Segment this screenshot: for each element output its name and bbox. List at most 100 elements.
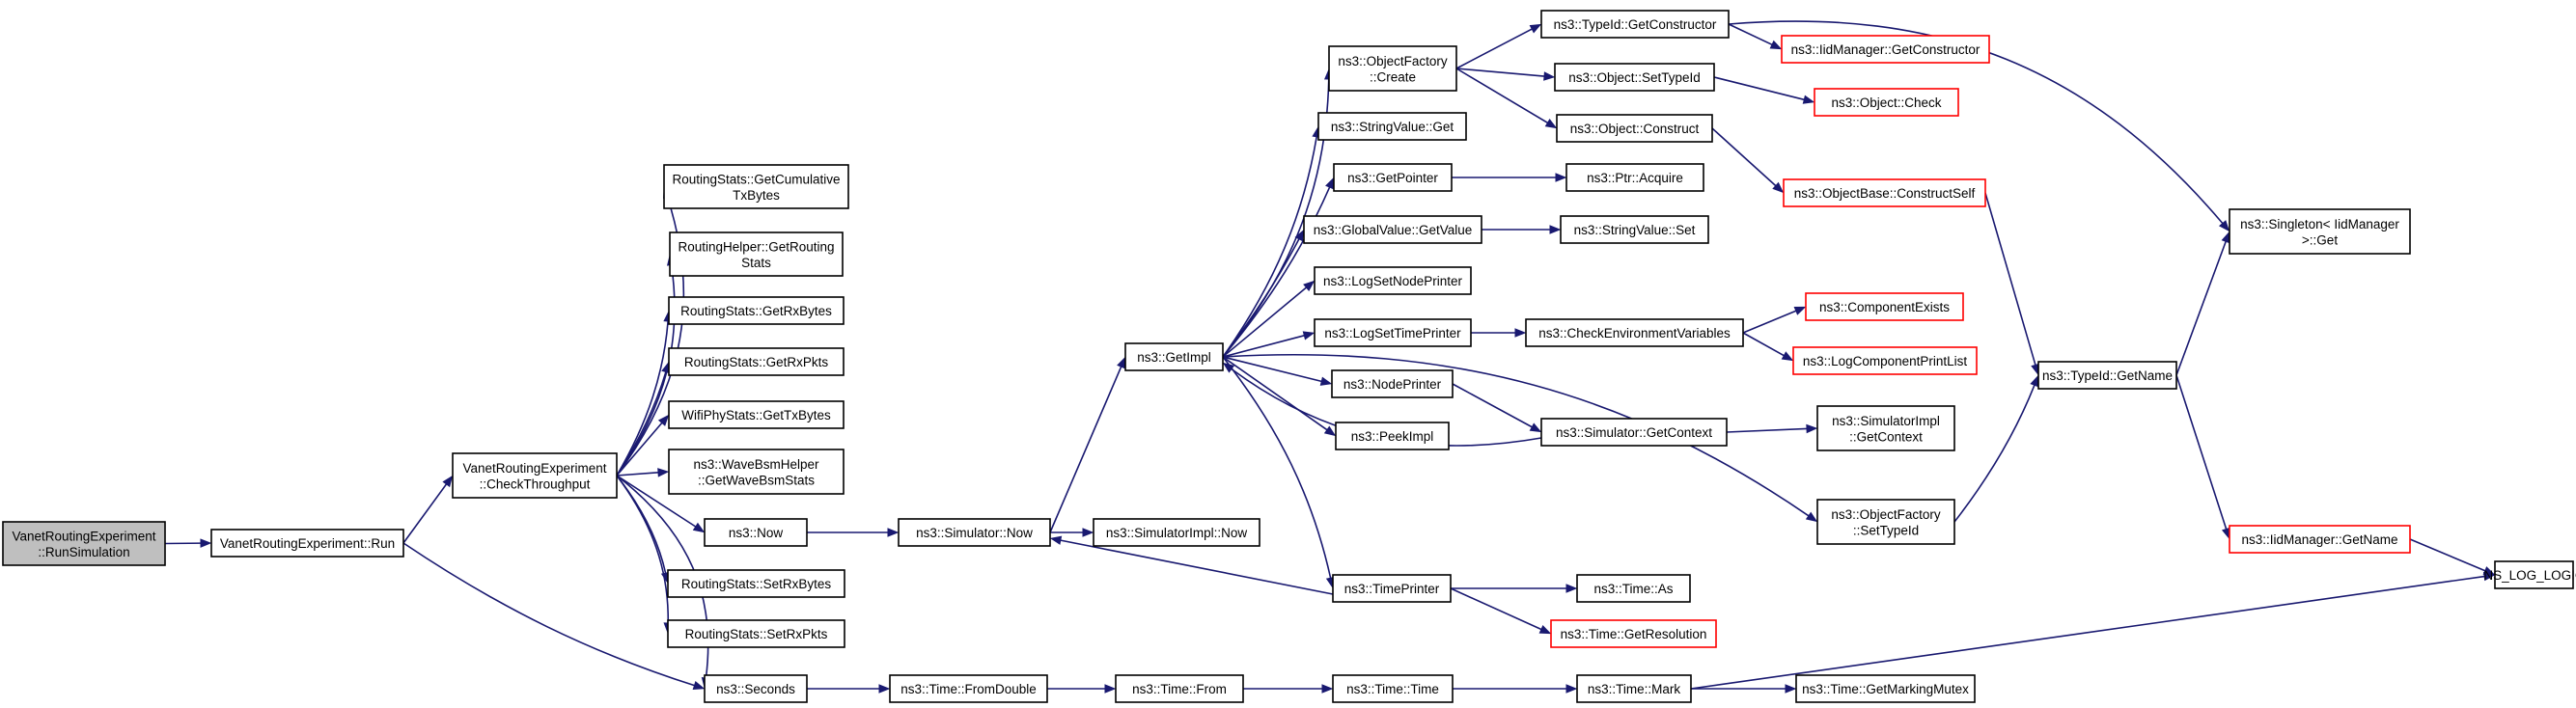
- node-box: [1792, 346, 1978, 375]
- node-box: [1781, 35, 1990, 64]
- node-ns3-time-getresolution[interactable]: ns3::Time::GetResolution: [1550, 619, 1717, 648]
- edge-n2-to-n10: [616, 475, 706, 533]
- node-ns3-logsettimeprinter[interactable]: ns3::LogSetTimePrinter: [1314, 318, 1472, 347]
- node-ns3-object-settypeid[interactable]: ns3::Object::SetTypeId: [1554, 63, 1715, 92]
- node-ns3-seconds[interactable]: ns3::Seconds: [704, 674, 808, 703]
- edge-line: [402, 483, 448, 544]
- node-ns3-simulator-now[interactable]: ns3::Simulator::Now: [898, 518, 1051, 547]
- node-ns3-ptr-acquire[interactable]: ns3::Ptr::Acquire: [1565, 163, 1704, 192]
- arrowhead: [2221, 231, 2230, 244]
- edge-n13-to-n15: [1049, 356, 1126, 533]
- node-vanetroutingexperiment-checkthroughput[interactable]: VanetRoutingExperiment::CheckThroughput: [452, 452, 618, 499]
- node-label: RoutingStats::GetRxBytes: [680, 304, 832, 318]
- node-ns3-timeprinter[interactable]: ns3::TimePrinter: [1332, 574, 1452, 603]
- node-routingstats-setrxpkts[interactable]: RoutingStats::SetRxPkts: [667, 619, 845, 648]
- edge-n26-to-n36: [1451, 584, 1578, 593]
- node-routingstats-getrxpkts[interactable]: RoutingStats::GetRxPkts: [668, 347, 845, 376]
- edge-line: [616, 475, 709, 679]
- node-ns3-stringvalue-get[interactable]: ns3::StringValue::Get: [1317, 112, 1467, 141]
- node-ns3-getpointer[interactable]: ns3::GetPointer: [1333, 163, 1453, 192]
- node-box: [1525, 318, 1744, 347]
- node-ns3-getimpl[interactable]: ns3::GetImpl: [1124, 342, 1224, 371]
- edge-n45-to-n48: [2175, 374, 2230, 540]
- node-ns3-now[interactable]: ns3::Now: [704, 518, 808, 547]
- node-ns3-iidmanager-getconstructor[interactable]: ns3::IidManager::GetConstructor: [1781, 35, 1990, 64]
- node-ns3-objectfactory-create[interactable]: ns3::ObjectFactory::Create: [1328, 45, 1457, 92]
- node-label: ns3::Simulator::GetContext: [1556, 425, 1712, 440]
- edge-line: [1728, 20, 2224, 225]
- edge-n28-to-n47: [1728, 20, 2230, 232]
- node-ns3-time-time[interactable]: ns3::Time::Time: [1332, 674, 1454, 703]
- node-box: [889, 674, 1048, 703]
- node-box: [1303, 215, 1482, 244]
- node-label: ns3::IidManager::GetName: [2241, 532, 2397, 547]
- node-vanetroutingexperiment-runsimulation[interactable]: VanetRoutingExperiment::RunSimulation: [2, 521, 166, 566]
- node-ns3-time-getmarkingmutex[interactable]: ns3::Time::GetMarkingMutex: [1795, 674, 1976, 703]
- node-label: ns3::ObjectBase::ConstructSelf: [1794, 186, 1976, 201]
- node-ns3-typeid-getname[interactable]: ns3::TypeId::GetName: [2037, 361, 2177, 390]
- edge-line: [1222, 356, 1328, 431]
- node-ns3-checkenvironmentvariables[interactable]: ns3::CheckEnvironmentVariables: [1525, 318, 1744, 347]
- edge-n26-to-n13: [1049, 535, 1334, 595]
- node-label: ns3::Time::FromDouble: [900, 682, 1037, 696]
- node-ns3-iidmanager-getname[interactable]: ns3::IidManager::GetName: [2229, 525, 2411, 554]
- node-wifiphystats-gettxbytes[interactable]: WifiPhyStats::GetTxBytes: [668, 400, 845, 429]
- edge-n23-to-n33: [1470, 328, 1527, 338]
- node-ns3-simulator-getcontext[interactable]: ns3::Simulator::GetContext: [1540, 418, 1728, 447]
- node-ns3-time-fromdouble[interactable]: ns3::Time::FromDouble: [889, 674, 1048, 703]
- node-ns3-object-check[interactable]: ns3::Object::Check: [1814, 88, 1959, 117]
- edge-n20-to-n31: [1452, 173, 1567, 182]
- edge-n18-to-n30: [1455, 68, 1558, 129]
- node-ns3-globalvalue-getvalue[interactable]: ns3::GlobalValue::GetValue: [1303, 215, 1482, 244]
- node-ns3-object-construct[interactable]: ns3::Object::Construct: [1556, 114, 1713, 143]
- node-label: ::SetTypeId: [1853, 523, 1919, 537]
- node-ns3-logsetnodeprinter[interactable]: ns3::LogSetNodePrinter: [1314, 266, 1472, 295]
- node-label: ::GetContext: [1849, 429, 1923, 444]
- node-ns3-stringvalue-set[interactable]: ns3::StringValue::Set: [1560, 215, 1709, 244]
- node-ns3-objectfactory-settypeid[interactable]: ns3::ObjectFactory::SetTypeId: [1816, 499, 1955, 545]
- node-box: [669, 231, 844, 277]
- node-box: [1540, 418, 1728, 447]
- edge-line: [1450, 587, 1542, 631]
- edge-n18-to-n29: [1455, 68, 1556, 81]
- node-ns3-time-as[interactable]: ns3::Time::As: [1576, 574, 1691, 603]
- node-label: ns3::GetPointer: [1347, 171, 1438, 185]
- node-ns3-wavebsmhelper-getwavebsmstats[interactable]: ns3::WaveBsmHelper::GetWaveBsmStats: [668, 449, 845, 495]
- arrowhead: [1104, 684, 1117, 694]
- edge-line: [1713, 76, 1805, 101]
- node-label: ns3::IidManager::GetConstructor: [1791, 42, 1980, 57]
- node-ns3-nodeprinter[interactable]: ns3::NodePrinter: [1331, 369, 1454, 398]
- node-ns3-simulatorimpl-now[interactable]: ns3::SimulatorImpl::Now: [1093, 518, 1260, 547]
- node-ns3-typeid-getconstructor[interactable]: ns3::TypeId::GetConstructor: [1540, 10, 1730, 39]
- edge-n18-to-n28: [1455, 23, 1542, 69]
- arrowhead: [1805, 511, 1818, 523]
- node-label: ns3::GlobalValue::GetValue: [1314, 223, 1473, 237]
- node-label: TxBytes: [733, 188, 780, 203]
- node-label: Stats: [741, 256, 771, 270]
- node-routingstats-getrxbytes[interactable]: RoutingStats::GetRxBytes: [668, 296, 845, 325]
- node-box: [2037, 361, 2177, 390]
- node-label: ns3::NodePrinter: [1343, 377, 1442, 392]
- node-box: [668, 449, 845, 495]
- node-ns3-singleton-iidmanager-get[interactable]: ns3::Singleton< IidManager >::Get: [2229, 208, 2411, 255]
- node-box: [668, 347, 845, 376]
- node-ns3-peekimpl[interactable]: ns3::PeekImpl: [1335, 422, 1450, 450]
- edge-n38-to-n46: [1691, 684, 1797, 694]
- node-ns3-time-mark[interactable]: ns3::Time::Mark: [1576, 674, 1692, 703]
- edge-line: [1711, 127, 1777, 187]
- node-ns3-objectbase-constructself[interactable]: ns3::ObjectBase::ConstructSelf: [1783, 178, 1986, 207]
- node-vanetroutingexperiment-run[interactable]: VanetRoutingExperiment::Run: [210, 529, 404, 558]
- arrowhead: [878, 684, 891, 694]
- node-routingstats-setrxbytes[interactable]: RoutingStats::SetRxBytes: [667, 569, 845, 598]
- node-ns3-logcomponentprintlist[interactable]: ns3::LogComponentPrintList: [1792, 346, 1978, 375]
- edge-n13-to-n16: [1050, 528, 1094, 537]
- node-ns3-simulatorimpl-getcontext[interactable]: ns3::SimulatorImpl::GetContext: [1816, 405, 1955, 451]
- node-ns-log-logic[interactable]: NS_LOG_LOGIC: [2483, 560, 2576, 589]
- node-ns3-time-from[interactable]: ns3::Time::From: [1115, 674, 1244, 703]
- node-ns3-componentexists[interactable]: ns3::ComponentExists: [1805, 292, 1964, 321]
- node-box: [210, 529, 404, 558]
- node-box: [2494, 560, 2574, 589]
- node-label: WifiPhyStats::GetTxBytes: [681, 408, 831, 422]
